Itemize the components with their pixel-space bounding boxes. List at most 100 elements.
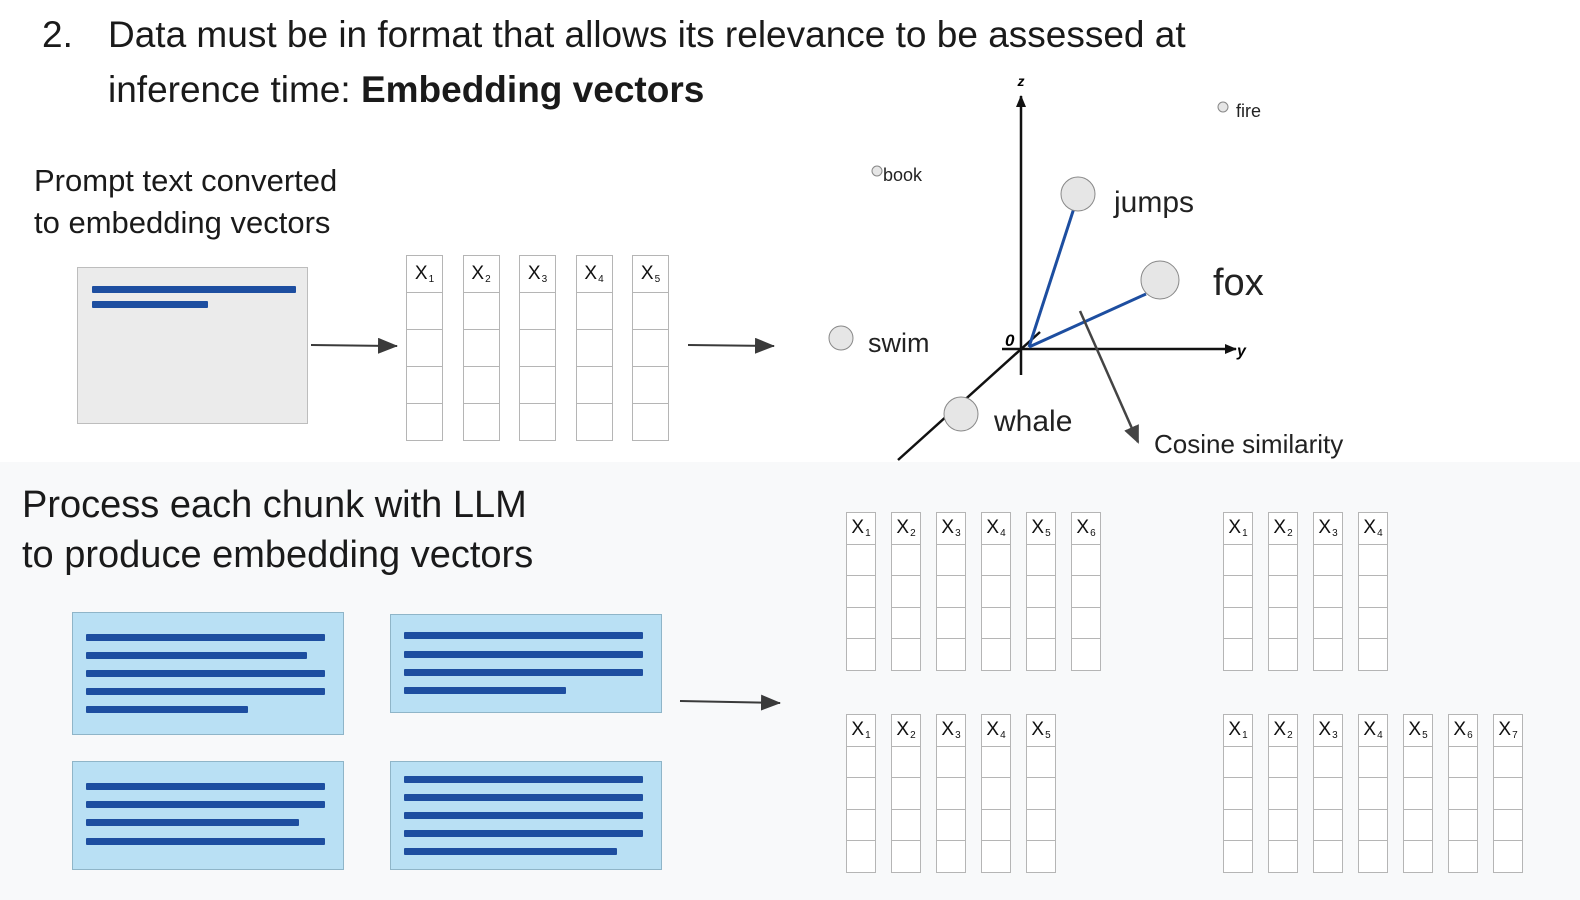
chunk-document-3 (72, 761, 344, 870)
vector-cell (1313, 808, 1343, 841)
point-swim (828, 325, 854, 351)
vector-cell (1223, 543, 1253, 576)
title-line-2-bold: Embedding vectors (360, 69, 705, 110)
vector-cell (1313, 638, 1343, 671)
point-fox (1140, 260, 1180, 300)
vector-cell (981, 543, 1011, 576)
vector-cell (1358, 777, 1388, 810)
chunk-document-1 (72, 612, 344, 735)
vector-cell (1223, 575, 1253, 608)
vector-cell (1358, 575, 1388, 608)
vector-cell (1403, 840, 1433, 873)
vector-cell (981, 606, 1011, 639)
vector-cell (406, 329, 443, 367)
vector-cell (632, 329, 669, 367)
vector-fox (1028, 292, 1147, 349)
vector-cell (936, 808, 966, 841)
vector-cell (519, 292, 556, 330)
vector-cell (1026, 638, 1056, 671)
chunk-text-line (86, 670, 325, 677)
vector-cell (1358, 543, 1388, 576)
vector-cell (1268, 745, 1298, 778)
vector-cell (1223, 808, 1253, 841)
vector-cell (1268, 777, 1298, 810)
prompt-document (77, 267, 308, 424)
vector-cell (936, 745, 966, 778)
chunk-text-line (404, 848, 617, 855)
vector-cell (462, 403, 500, 441)
vector-cell (891, 777, 921, 810)
chunk-text-line (404, 669, 643, 676)
vector-cell (1358, 840, 1388, 873)
vector-cell (846, 543, 876, 576)
vector-cell (462, 366, 500, 404)
chunk-text-line (404, 687, 566, 694)
vector-cell (575, 366, 613, 404)
vector-cell (981, 840, 1011, 873)
point-whale (943, 396, 979, 432)
word-jumps: jumps (1113, 186, 1194, 219)
chunk-text-line (86, 783, 325, 790)
vector-cell (846, 777, 876, 810)
point-book (871, 165, 883, 177)
vector-cell (936, 777, 966, 810)
chunk-label-line-1: Process each chunk with LLM (22, 484, 527, 526)
vector-cell (846, 808, 876, 841)
vector-cell (936, 575, 966, 608)
vector-cell (1493, 840, 1523, 873)
vector-cell (632, 366, 669, 404)
vector-cell (891, 543, 921, 576)
vector-cell (1268, 606, 1298, 639)
vector-cell (1448, 777, 1478, 810)
vector-cell (846, 575, 876, 608)
vector-cell (1223, 745, 1253, 778)
vector-cell (891, 808, 921, 841)
vector-cell (1026, 606, 1056, 639)
vector-cell (406, 292, 443, 330)
vector-cell (575, 292, 613, 330)
title-number: 2. (42, 14, 73, 55)
chunk-text-line (86, 652, 307, 659)
title-line-2: inference time: Embedding vectors (108, 67, 704, 113)
vector-cell (1313, 840, 1343, 873)
vector-cell (936, 606, 966, 639)
vector-cell (1071, 638, 1101, 671)
chunk-text-line (404, 632, 643, 639)
vector-cell (891, 745, 921, 778)
word-fire: fire (1236, 101, 1261, 121)
vector-cell (1403, 808, 1433, 841)
vector-cell (1313, 606, 1343, 639)
vector-cell (981, 808, 1011, 841)
vector-cell (1268, 575, 1298, 608)
vector-cell (1026, 840, 1056, 873)
chunk-text-line (404, 830, 643, 837)
vector-cell (1268, 840, 1298, 873)
